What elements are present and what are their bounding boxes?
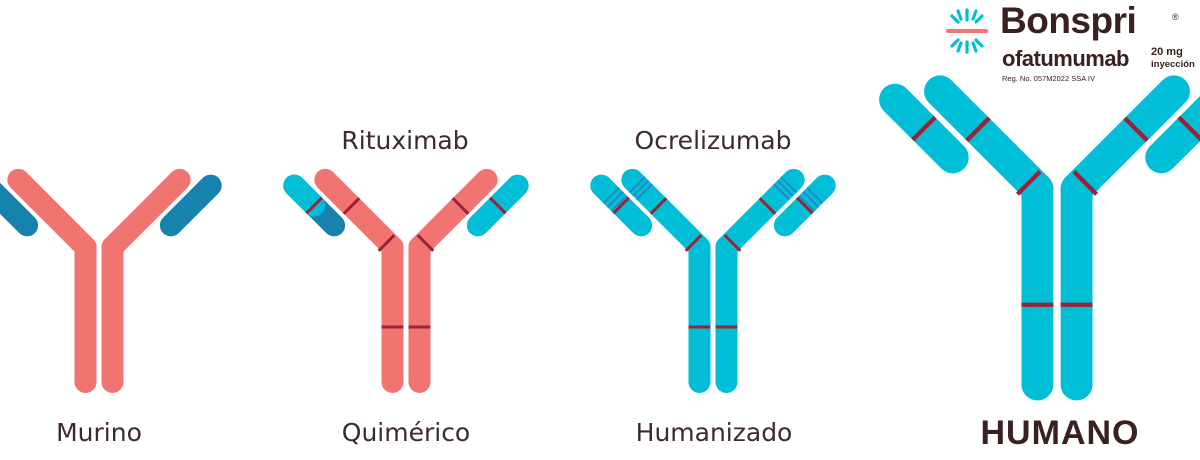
light-mark-right (795, 196, 814, 215)
light-chain-right (159, 174, 222, 237)
heavy-chain-right-arm (715, 168, 805, 258)
heavy-arm-mark-right (1123, 116, 1149, 143)
hinge-mark-left (1015, 170, 1042, 196)
drug-label-rituximab: Rituximab (341, 126, 469, 155)
heavy-chain-right-arm (101, 168, 191, 258)
antibody-humanizado (590, 168, 836, 393)
antibody-humano (879, 75, 1200, 401)
light-mark-left (305, 196, 324, 215)
light-mark-left (911, 115, 937, 142)
brand-generic-name: ofatumumab (1002, 46, 1130, 71)
hinge-mark-right (1072, 170, 1099, 196)
cdr-stripe-heavy (773, 183, 790, 201)
cdr-stripe-light (602, 187, 620, 204)
brand-block: Bonspri ® ofatumumab 20 mg inyección Reg… (940, 0, 1195, 84)
cdr-stripe-light (610, 195, 628, 212)
hinge-mark-left (377, 234, 396, 252)
hinge-mark-right (416, 234, 435, 252)
light-chain-left (0, 182, 39, 237)
category-label-humanizado: Humanizado (635, 418, 793, 447)
light-variable-left (283, 174, 326, 217)
brand-dose: 20 mg (1151, 46, 1183, 58)
heavy-arm-mark-right (451, 197, 470, 215)
cdr-stripe-light (802, 191, 820, 208)
brand-registration-number: Reg. No. 057M2022 SSA IV (1002, 74, 1095, 83)
heavy-chain-left-arm (924, 75, 1054, 205)
light-mark-right (488, 196, 507, 215)
light-mark-left (612, 196, 631, 215)
category-label-quimerico: Quimérico (341, 418, 471, 447)
cdr-stripe-heavy (628, 176, 646, 194)
hinge-mark-right (723, 234, 742, 252)
cdr-stripe-light (806, 187, 824, 204)
starburst-logo-icon (946, 8, 988, 54)
cdr-stripe-light (606, 191, 624, 208)
heavy-chain-right-arm (1060, 75, 1190, 205)
category-label-humano: HUMANO (980, 414, 1140, 452)
cdr-stripe-heavy (632, 179, 650, 197)
cdr-stripe-heavy (776, 179, 794, 197)
cdr-stripe-light (798, 195, 816, 212)
light-mark-right (1177, 115, 1200, 142)
heavy-chain-left-arm (314, 168, 404, 258)
heavy-chain-left-arm (7, 168, 97, 258)
cdr-stripe-heavy (636, 183, 653, 201)
heavy-arm-mark-left (965, 116, 991, 143)
heavy-arm-mark-left (649, 197, 668, 215)
heavy-chain-right-arm (408, 168, 498, 258)
brand-name: Bonspri (1000, 0, 1137, 41)
registered-mark: ® (1172, 12, 1179, 22)
heavy-arm-mark-right (758, 197, 777, 215)
cdr-stripe-heavy (780, 176, 798, 194)
antibody-murino (0, 168, 222, 393)
drug-label-ocrelizumab: Ocrelizumab (634, 126, 792, 155)
brand-form: inyección (1151, 59, 1195, 70)
heavy-arm-mark-left (342, 197, 361, 215)
heavy-chain-left-arm (621, 168, 711, 258)
category-label-murino: Murino (56, 418, 142, 447)
antibody-quimerico (283, 168, 529, 393)
hinge-mark-left (684, 234, 703, 252)
